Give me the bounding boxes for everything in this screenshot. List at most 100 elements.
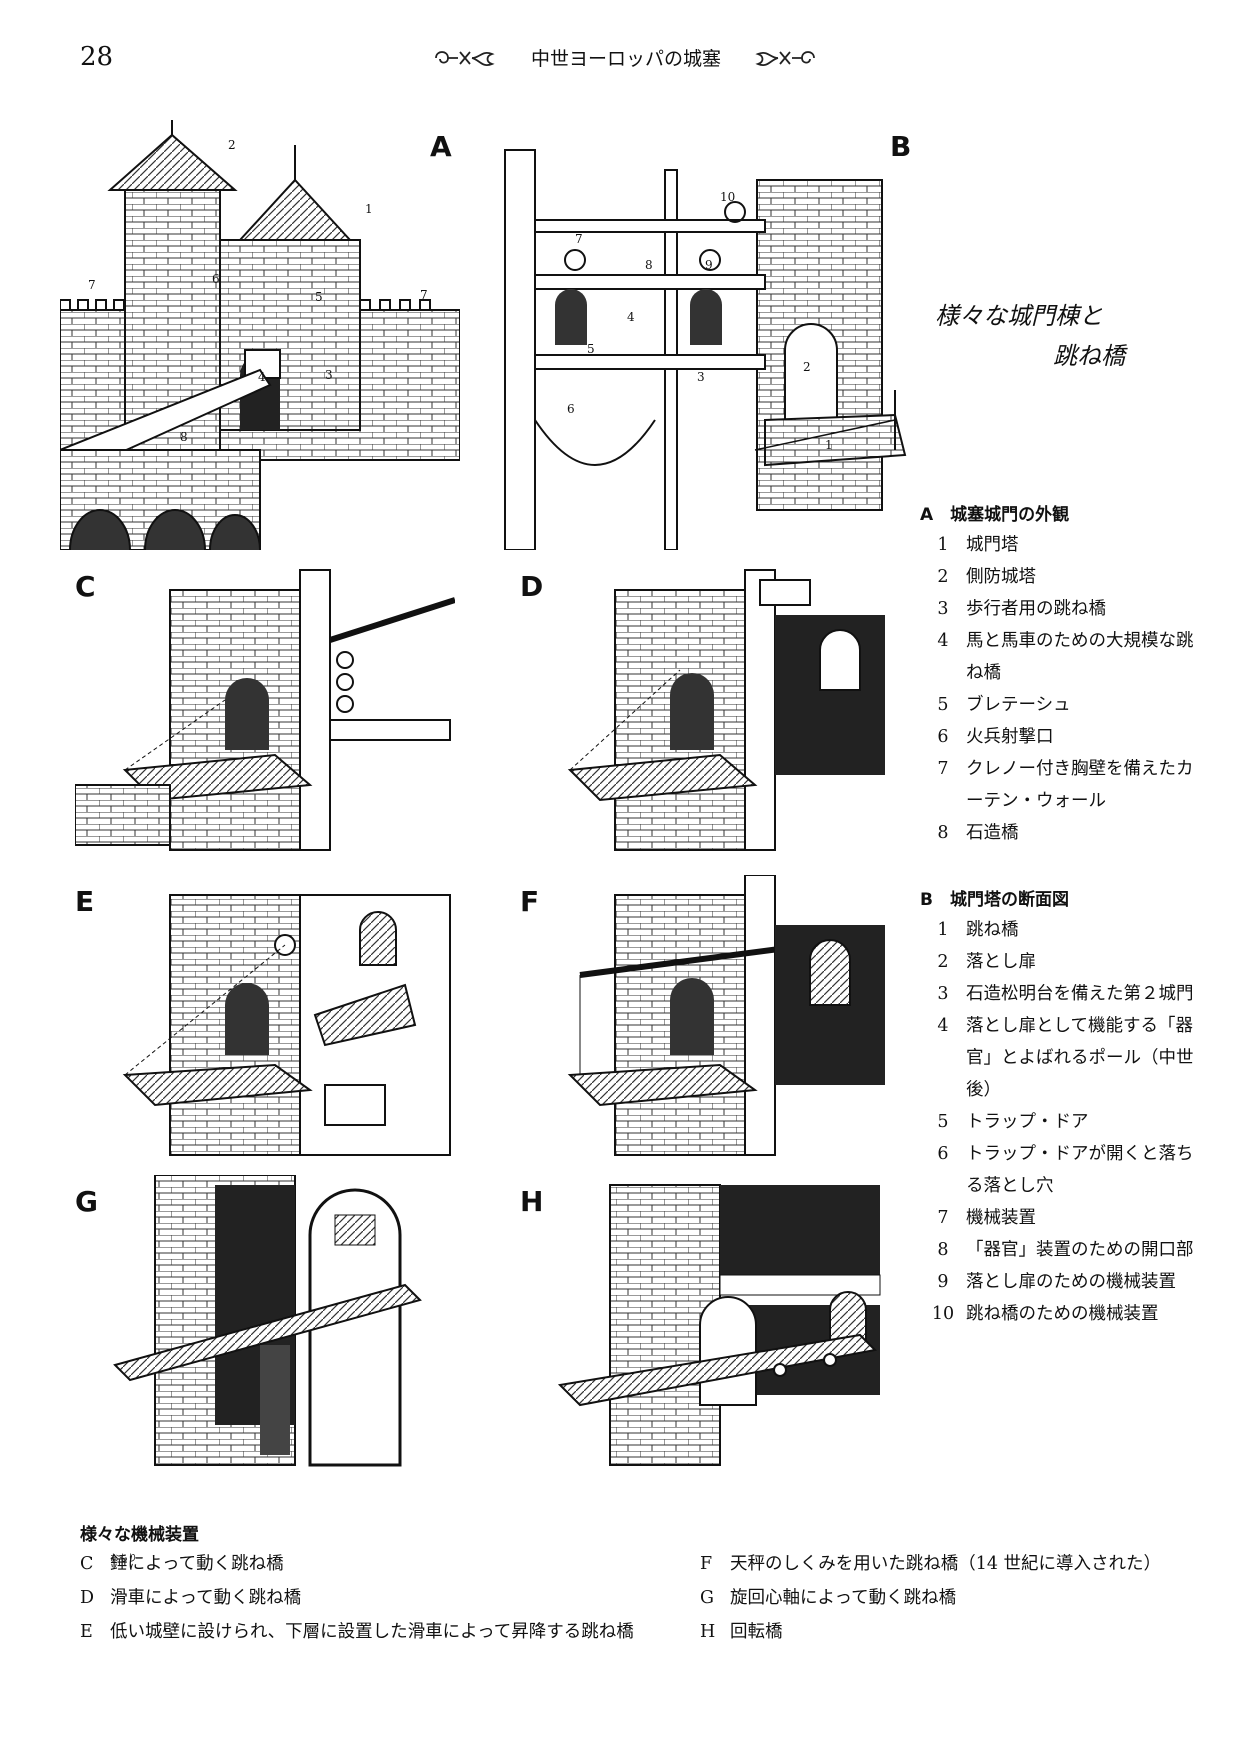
mechanism-item: C おもり錘によって動く跳ね橋 — [80, 1547, 284, 1581]
caption-line-2: 跳ね橋 — [1053, 342, 1125, 370]
drawbridge-h-illustration — [557, 1184, 881, 1466]
legend-num: 2 — [937, 567, 949, 587]
legend-text: 側防城塔 — [966, 567, 1036, 587]
legend-num: 8 — [937, 1240, 949, 1260]
legend-text: 跳ね橋 — [966, 920, 1019, 940]
legend-num: 7 — [937, 759, 949, 779]
legend-num: 8 — [937, 823, 949, 843]
legend-num: 1 — [937, 535, 949, 555]
figure-g: G — [75, 1175, 475, 1475]
ornament-left-icon — [435, 51, 495, 66]
mechanism-text: 旋回心軸によって動く跳ね橋 — [730, 1588, 957, 1608]
figure-b-label: 10 — [720, 190, 736, 204]
drawbridge-c-illustration — [75, 569, 455, 851]
legend-item: 8「器官」装置のための開口部 — [920, 1234, 1200, 1266]
mechanisms-title: 様々な機械装置 — [80, 1525, 199, 1545]
figure-a-label: 8 — [180, 430, 188, 444]
legend-item: 3 歩行者用の跳ね橋 — [920, 593, 1200, 625]
figure-a-label: 3 — [325, 368, 333, 382]
mechanism-text: 錘によって動く跳ね橋 — [110, 1554, 284, 1574]
ruby-annotation: おもり — [110, 1554, 138, 1564]
mechanism-key: F — [700, 1554, 713, 1574]
figure-b-label: 6 — [567, 402, 575, 416]
mechanism-text: 回転橋 — [730, 1622, 783, 1642]
drawbridge-g-illustration — [113, 1175, 422, 1467]
figure-a-label: 2 — [228, 138, 236, 152]
caption: 様々な城門棟と 跳ね橋 — [935, 296, 1185, 396]
legend-item: 2 側防城塔 — [920, 561, 1200, 593]
legend-num: 4 — [937, 1016, 949, 1036]
figure-b-label: 4 — [627, 310, 635, 324]
legend-text: 機械装置 — [966, 1208, 1036, 1228]
figure-letter: B — [890, 130, 912, 163]
legend-num: 2 — [937, 952, 949, 972]
figure-f: F — [520, 875, 900, 1165]
legend-a-title: A 城塞城門の外観 — [920, 505, 1070, 525]
legend-text: ブレテーシュ — [966, 695, 1071, 715]
mechanism-text: 滑車によって動く跳ね橋 — [110, 1588, 302, 1608]
gate-tower-section-illustration — [504, 149, 907, 550]
figure-letter: H — [520, 1185, 544, 1218]
legend-num: 1 — [937, 920, 949, 940]
mechanism-key: D — [80, 1588, 95, 1608]
legend-item: 1 跳ね橋 — [920, 914, 1200, 946]
figure-d: D — [520, 560, 900, 860]
mechanism-key: C — [80, 1554, 94, 1574]
legend-text: 落とし扉として機能する「器官」とよばれるポール（中世後） — [966, 1016, 1194, 1100]
legend-num: 6 — [937, 1144, 949, 1164]
mechanism-text: 低い城壁に設けられ、下層に設置した滑車によって昇降する跳ね橋 — [110, 1622, 634, 1642]
page-number: 28 — [80, 42, 114, 72]
legend-item: 4 落とし扉として機能する「器官」とよばれるポール（中世後） — [920, 1010, 1200, 1106]
mechanism-item: D 滑車によって動く跳ね橋 — [80, 1581, 301, 1615]
castle-gate-illustration — [60, 120, 460, 550]
figure-a-label: 7 — [420, 288, 428, 302]
caption-line-1: 様々な城門棟と — [935, 302, 1103, 330]
figure-a-label: 7 — [88, 278, 96, 292]
figure-b-label: 2 — [803, 360, 811, 374]
legend-text: 馬と馬車のための大規模な跳ね橋 — [966, 631, 1194, 683]
legend-text: 歩行者用の跳ね橋 — [966, 599, 1106, 619]
legend-num: 3 — [937, 984, 949, 1004]
figure-a-label: 4 — [258, 370, 266, 384]
legend-item: 8 石造橋 — [920, 817, 1200, 849]
legend-num: 3 — [937, 599, 949, 619]
figure-letter: F — [520, 885, 540, 918]
figure-a: A 1 2 3 4 5 6 — [60, 120, 460, 550]
legend-text: クレノー付き胸壁を備えたカーテン・ウォール — [966, 759, 1194, 811]
ornament-right-icon — [755, 51, 815, 66]
figure-b-label: 1 — [825, 438, 833, 452]
legend-item: 7 クレノー付き胸壁を備えたカーテン・ウォール — [920, 753, 1200, 817]
legend-text: 落とし扉のための機械装置 — [966, 1272, 1176, 1292]
legend-num: 5 — [937, 1112, 949, 1132]
mechanism-text: 天秤のしくみを用いた跳ね橋（14 世紀に導入された） — [730, 1554, 1162, 1574]
figure-b-label: 7 — [575, 232, 583, 246]
drawbridge-d-illustration — [567, 569, 885, 851]
figure-letter: A — [430, 130, 452, 163]
figure-b-label: 8 — [645, 258, 653, 272]
figure-h: H — [520, 1175, 900, 1475]
figure-b-label: 3 — [697, 370, 705, 384]
figure-a-label: 6 — [212, 272, 220, 286]
legend-text: 跳ね橋のための機械装置 — [966, 1304, 1159, 1324]
legend-text: 石造橋 — [966, 823, 1019, 843]
drawbridge-e-illustration — [122, 894, 451, 1156]
legend-num: 6 — [937, 727, 949, 747]
page-header: 28 中世ヨーロッパの城塞 — [0, 40, 1252, 80]
legend-num: 9 — [937, 1272, 949, 1292]
mechanism-item: F 天秤のしくみを用いた跳ね橋（14 世紀に導入された） — [700, 1547, 1161, 1581]
mechanism-key: G — [700, 1588, 714, 1608]
